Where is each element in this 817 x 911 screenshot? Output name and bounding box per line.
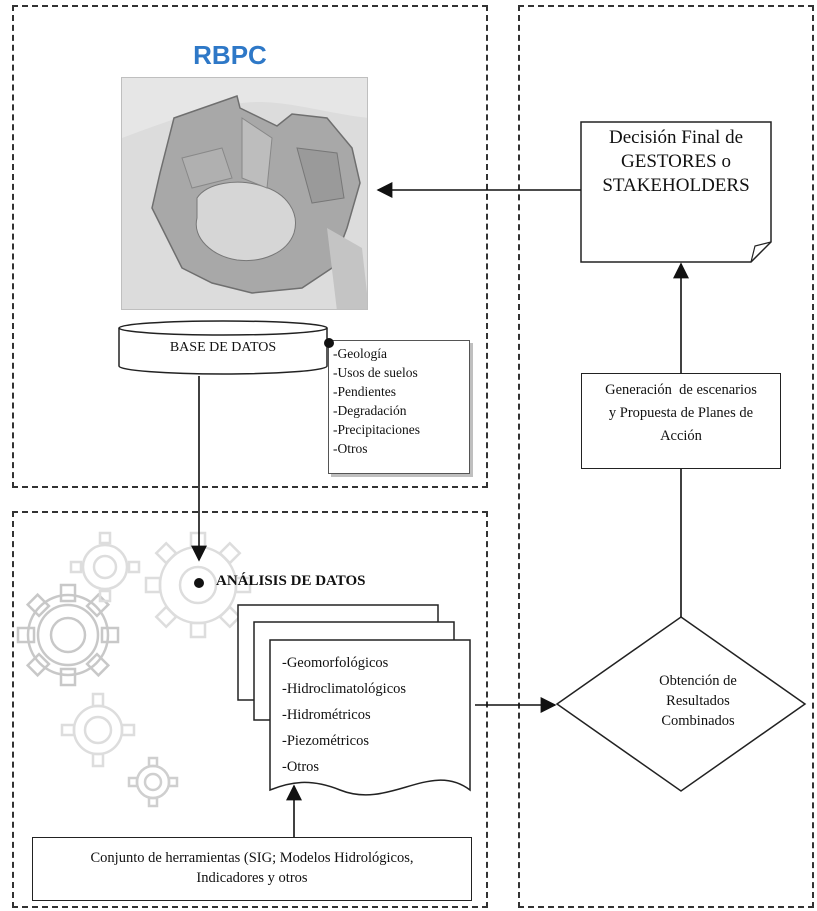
scenarios-line-2: y Propuesta de Planes de xyxy=(608,405,754,421)
tools-box: Conjunto de herramientas (SIG; Modelos H… xyxy=(32,837,472,901)
combined-line-1: Obtención de xyxy=(659,673,737,689)
scenarios-line-3: Acción xyxy=(660,428,702,444)
result-item: -Hidrométricos xyxy=(282,707,371,723)
decision-line-1: Decisión Final de xyxy=(608,127,744,148)
decision-line-3: STAKEHOLDERS xyxy=(602,175,750,196)
result-item: -Otros xyxy=(282,759,320,775)
database-bullet-icon xyxy=(324,338,334,348)
database-item: -Usos de suelos xyxy=(333,365,418,380)
database-item: -Geología xyxy=(333,346,387,361)
tools-line-2: Indicadores y otros xyxy=(196,870,308,886)
tools-line-1: Conjunto de herramientas (SIG; Modelos H… xyxy=(90,850,414,866)
analysis-results-list: -Geomorfológicos -Hidroclimatológicos -H… xyxy=(282,650,406,780)
database-item: -Otros xyxy=(333,441,368,456)
combined-results-diamond xyxy=(555,616,807,792)
small-gear-icon xyxy=(127,756,179,808)
result-item: -Hidroclimatológicos xyxy=(282,681,407,697)
result-item: -Geomorfológicos xyxy=(282,655,389,671)
analysis-region xyxy=(12,511,488,908)
analysis-label: ANÁLISIS DE DATOS xyxy=(216,573,366,589)
upper-gear-icon xyxy=(69,531,141,603)
database-cylinder-icon xyxy=(118,320,328,375)
result-item: -Piezométricos xyxy=(282,733,369,749)
decision-text: Decisión Final de GESTORES o STAKEHOLDER… xyxy=(581,122,771,262)
decision-box-shape xyxy=(580,121,772,263)
document-stack-icon xyxy=(237,604,471,796)
lower-gear-icon xyxy=(60,692,136,768)
combined-line-3: Combinados xyxy=(661,713,735,729)
decision-region xyxy=(518,5,814,908)
combined-results-text: Obtención de Resultados Combinados xyxy=(630,671,766,731)
analysis-bullet-icon xyxy=(194,578,204,588)
database-item: -Pendientes xyxy=(333,384,396,399)
database-region xyxy=(12,5,488,488)
map-image xyxy=(121,77,368,310)
large-gear-icon xyxy=(16,583,120,687)
database-label: BASE DE DATOS xyxy=(169,340,277,355)
combined-line-2: Resultados xyxy=(666,693,730,709)
scenarios-line-1: Generación de escenarios xyxy=(605,382,757,398)
page-title: RBPC xyxy=(193,40,267,70)
database-item: -Degradación xyxy=(333,403,407,418)
database-items-note: -Geología -Usos de suelos -Pendientes -D… xyxy=(328,340,470,474)
scenarios-box: Generación de escenarios y Propuesta de … xyxy=(581,373,781,469)
decision-line-2: GESTORES o xyxy=(621,151,731,172)
database-item: -Precipitaciones xyxy=(333,422,420,437)
map-icon xyxy=(122,78,367,309)
